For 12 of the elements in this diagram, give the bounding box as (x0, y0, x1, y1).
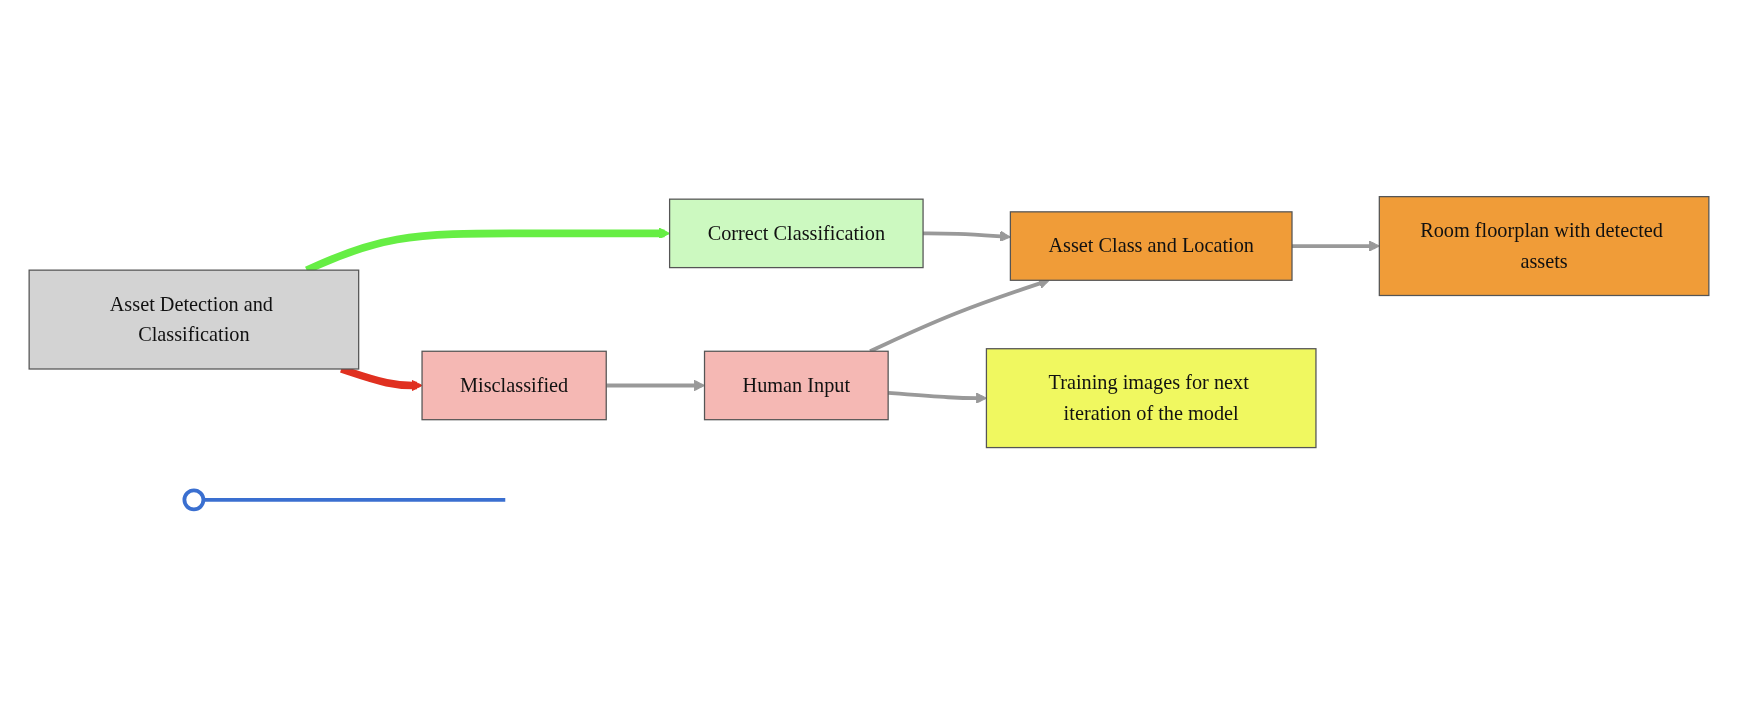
arrow (1292, 240, 1380, 252)
node-box: Asset Detection and Classification (28, 269, 360, 370)
node-box: Human Input (703, 350, 889, 421)
arrow (888, 390, 987, 404)
node-box: Asset Class and Location (1009, 211, 1293, 281)
node-box: Misclassified (421, 350, 607, 421)
arrow (923, 230, 1011, 242)
node-box: Training images for next iteration of the model (985, 348, 1317, 449)
connector (203, 497, 506, 502)
node-box: Room floorplan with detected assets (1378, 196, 1710, 297)
node-box: Correct Classification (668, 198, 924, 269)
node-circle (182, 488, 206, 512)
